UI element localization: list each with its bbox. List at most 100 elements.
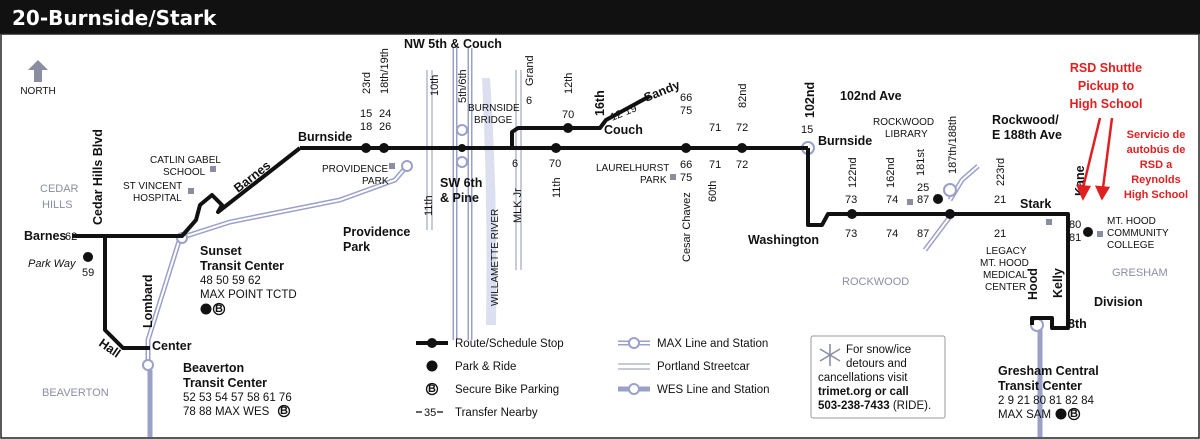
landmark-mthood-cc: MT. HOOD (1107, 216, 1156, 227)
station-sw6th-2: & Pine (440, 191, 479, 205)
landmark-providence-park-2: PARK (362, 176, 389, 187)
legend-bike-icon (425, 382, 439, 396)
landmark-burnside-bridge-2: BRIDGE (474, 115, 513, 126)
park-ride-icon (83, 252, 93, 262)
street-park-way: Park Way (28, 258, 77, 270)
landmark-laurelhurst: LAURELHURST (596, 163, 669, 174)
shuttle-es-5: High School (1124, 189, 1188, 201)
landmark-catlin-gabel: CATLIN GABEL (150, 155, 221, 166)
shuttle-es-2: autobús de (1127, 144, 1186, 156)
transfer-75-bot: 75 (680, 172, 692, 184)
legend: Route/Schedule Stop P Park & Ride B Secu… (416, 335, 946, 419)
street-burnside-east: Burnside (818, 134, 872, 148)
beaverton-tc-name: Beaverton (183, 361, 244, 375)
sunset-bike-label: B (215, 303, 223, 315)
transfer-25: 25 (917, 182, 929, 194)
north-label: NORTH (20, 86, 55, 97)
station-providence-park: Providence (343, 225, 410, 239)
title-bar: 20-Burnside/Stark (0, 0, 1200, 34)
snow-phone: 503-238-7433 (818, 400, 890, 412)
gresham-park-ride-icon (1055, 408, 1067, 420)
river-label: WILLAMETTE RIVER (490, 209, 501, 306)
landmark-st-vincent: ST VINCENT (123, 181, 182, 192)
max-stations (142, 124, 1044, 371)
transfer-15-102: 15 (801, 124, 813, 136)
transfer-21-bot: 21 (994, 228, 1006, 240)
legend-park-ride: Park & Ride (455, 361, 516, 373)
transfer-62: 62 (65, 231, 77, 243)
legend-streetcar: Portland Streetcar (657, 361, 750, 373)
street-102nd-ave: 102nd Ave (840, 89, 902, 103)
street-center: Center (152, 339, 192, 353)
transfer-70-top: 70 (562, 109, 574, 121)
transfer-75-top: 75 (680, 105, 692, 117)
landmark-laurelhurst-2: PARK (640, 175, 667, 186)
gresham-tc-name: Gresham Central (998, 364, 1099, 378)
snow-notice-box (810, 335, 946, 419)
sunset-park-ride-label: P (202, 303, 209, 315)
street-181st: 181st (915, 149, 927, 176)
legend-park-ride-icon-label: P (428, 360, 435, 372)
transfer-66-top: 66 (680, 92, 692, 104)
rockwood-park-ride-icon (933, 194, 943, 204)
transfer-73-top: 73 (845, 194, 857, 206)
transfer-80: 80 (1069, 219, 1081, 231)
street-23rd: 23rd (361, 72, 373, 94)
gresham-tc-lines1: 2 9 21 80 81 82 84 (998, 395, 1095, 407)
transfer-66-bot: 66 (680, 159, 692, 171)
landmark-providence-park: PROVIDENCE (322, 164, 388, 175)
transfer-71-bot: 71 (709, 159, 721, 171)
landmark-legacy-4: CENTER (985, 282, 1026, 293)
street-lombard: Lombard (141, 275, 155, 328)
legend-max: MAX Line and Station (657, 338, 768, 350)
street-11th-a: 11th (423, 195, 435, 216)
transfer-74-top: 74 (886, 194, 898, 206)
transfer-24: 24 (379, 108, 391, 120)
transfer-72-bot: 72 (736, 159, 748, 171)
street-223rd: 223rd (995, 158, 1007, 186)
legend-transfer: Transfer Nearby (455, 407, 538, 419)
street-barnes-diag: Barnes (231, 158, 273, 195)
street-division: Division (1094, 295, 1143, 309)
legend-route-stop: Route/Schedule Stop (455, 338, 564, 350)
landmark-legacy-3: MEDICAL (983, 270, 1028, 281)
beaverton-tc-lines1: 52 53 54 57 58 61 76 (183, 392, 292, 404)
transfer-6-bot: 6 (512, 158, 518, 170)
street-barnes-left: Barnes (24, 229, 66, 243)
shuttle-en-3: High School (1070, 97, 1143, 111)
shuttle-en-1: RSD Shuttle (1070, 61, 1142, 75)
street-hood: Hood (1026, 268, 1040, 300)
snow-line-3: cancellations visit (818, 372, 908, 384)
street-60th: 60th (707, 181, 719, 202)
street-washington: Washington (748, 233, 819, 247)
transfer-15-a: 15 (360, 108, 372, 120)
park-ride-icon-label: P (84, 251, 91, 263)
landmark-rockwood-library-2: LIBRARY (885, 129, 928, 140)
legend-bike: Secure Bike Parking (455, 384, 559, 396)
snow-ride: (RIDE). (890, 400, 932, 412)
north-arrow-icon (28, 60, 48, 82)
landmark-catlin-gabel-2: SCHOOL (163, 167, 206, 178)
legend-park-ride-icon (426, 360, 438, 372)
shuttle-en-2: Pickup to (1078, 79, 1135, 93)
street-8th: 8th (1068, 317, 1087, 331)
map-frame (0, 33, 1200, 439)
shuttle-es-3: RSD a (1140, 159, 1173, 171)
beaverton-bike-label: B (280, 405, 288, 417)
willamette-river (482, 78, 497, 325)
shuttle-arrow-icon (1076, 117, 1114, 201)
street-mlk: MLK Jr (512, 188, 524, 223)
transfer-72-top: 72 (736, 122, 748, 134)
street-5th-6th: 5th/6th (457, 69, 469, 103)
transfer-6-top: 6 (526, 95, 532, 107)
street-hall: Hall (96, 336, 123, 361)
transfer-73-bot: 73 (845, 228, 857, 240)
snow-line-4: trimet.org or call (818, 386, 909, 398)
street-82nd: 82nd (737, 84, 749, 108)
street-12th: 12th (563, 73, 575, 94)
transfer-12-19: 12 19 (609, 102, 639, 123)
legend-stop-icon (427, 338, 437, 348)
street-10th: 10th (429, 75, 441, 96)
